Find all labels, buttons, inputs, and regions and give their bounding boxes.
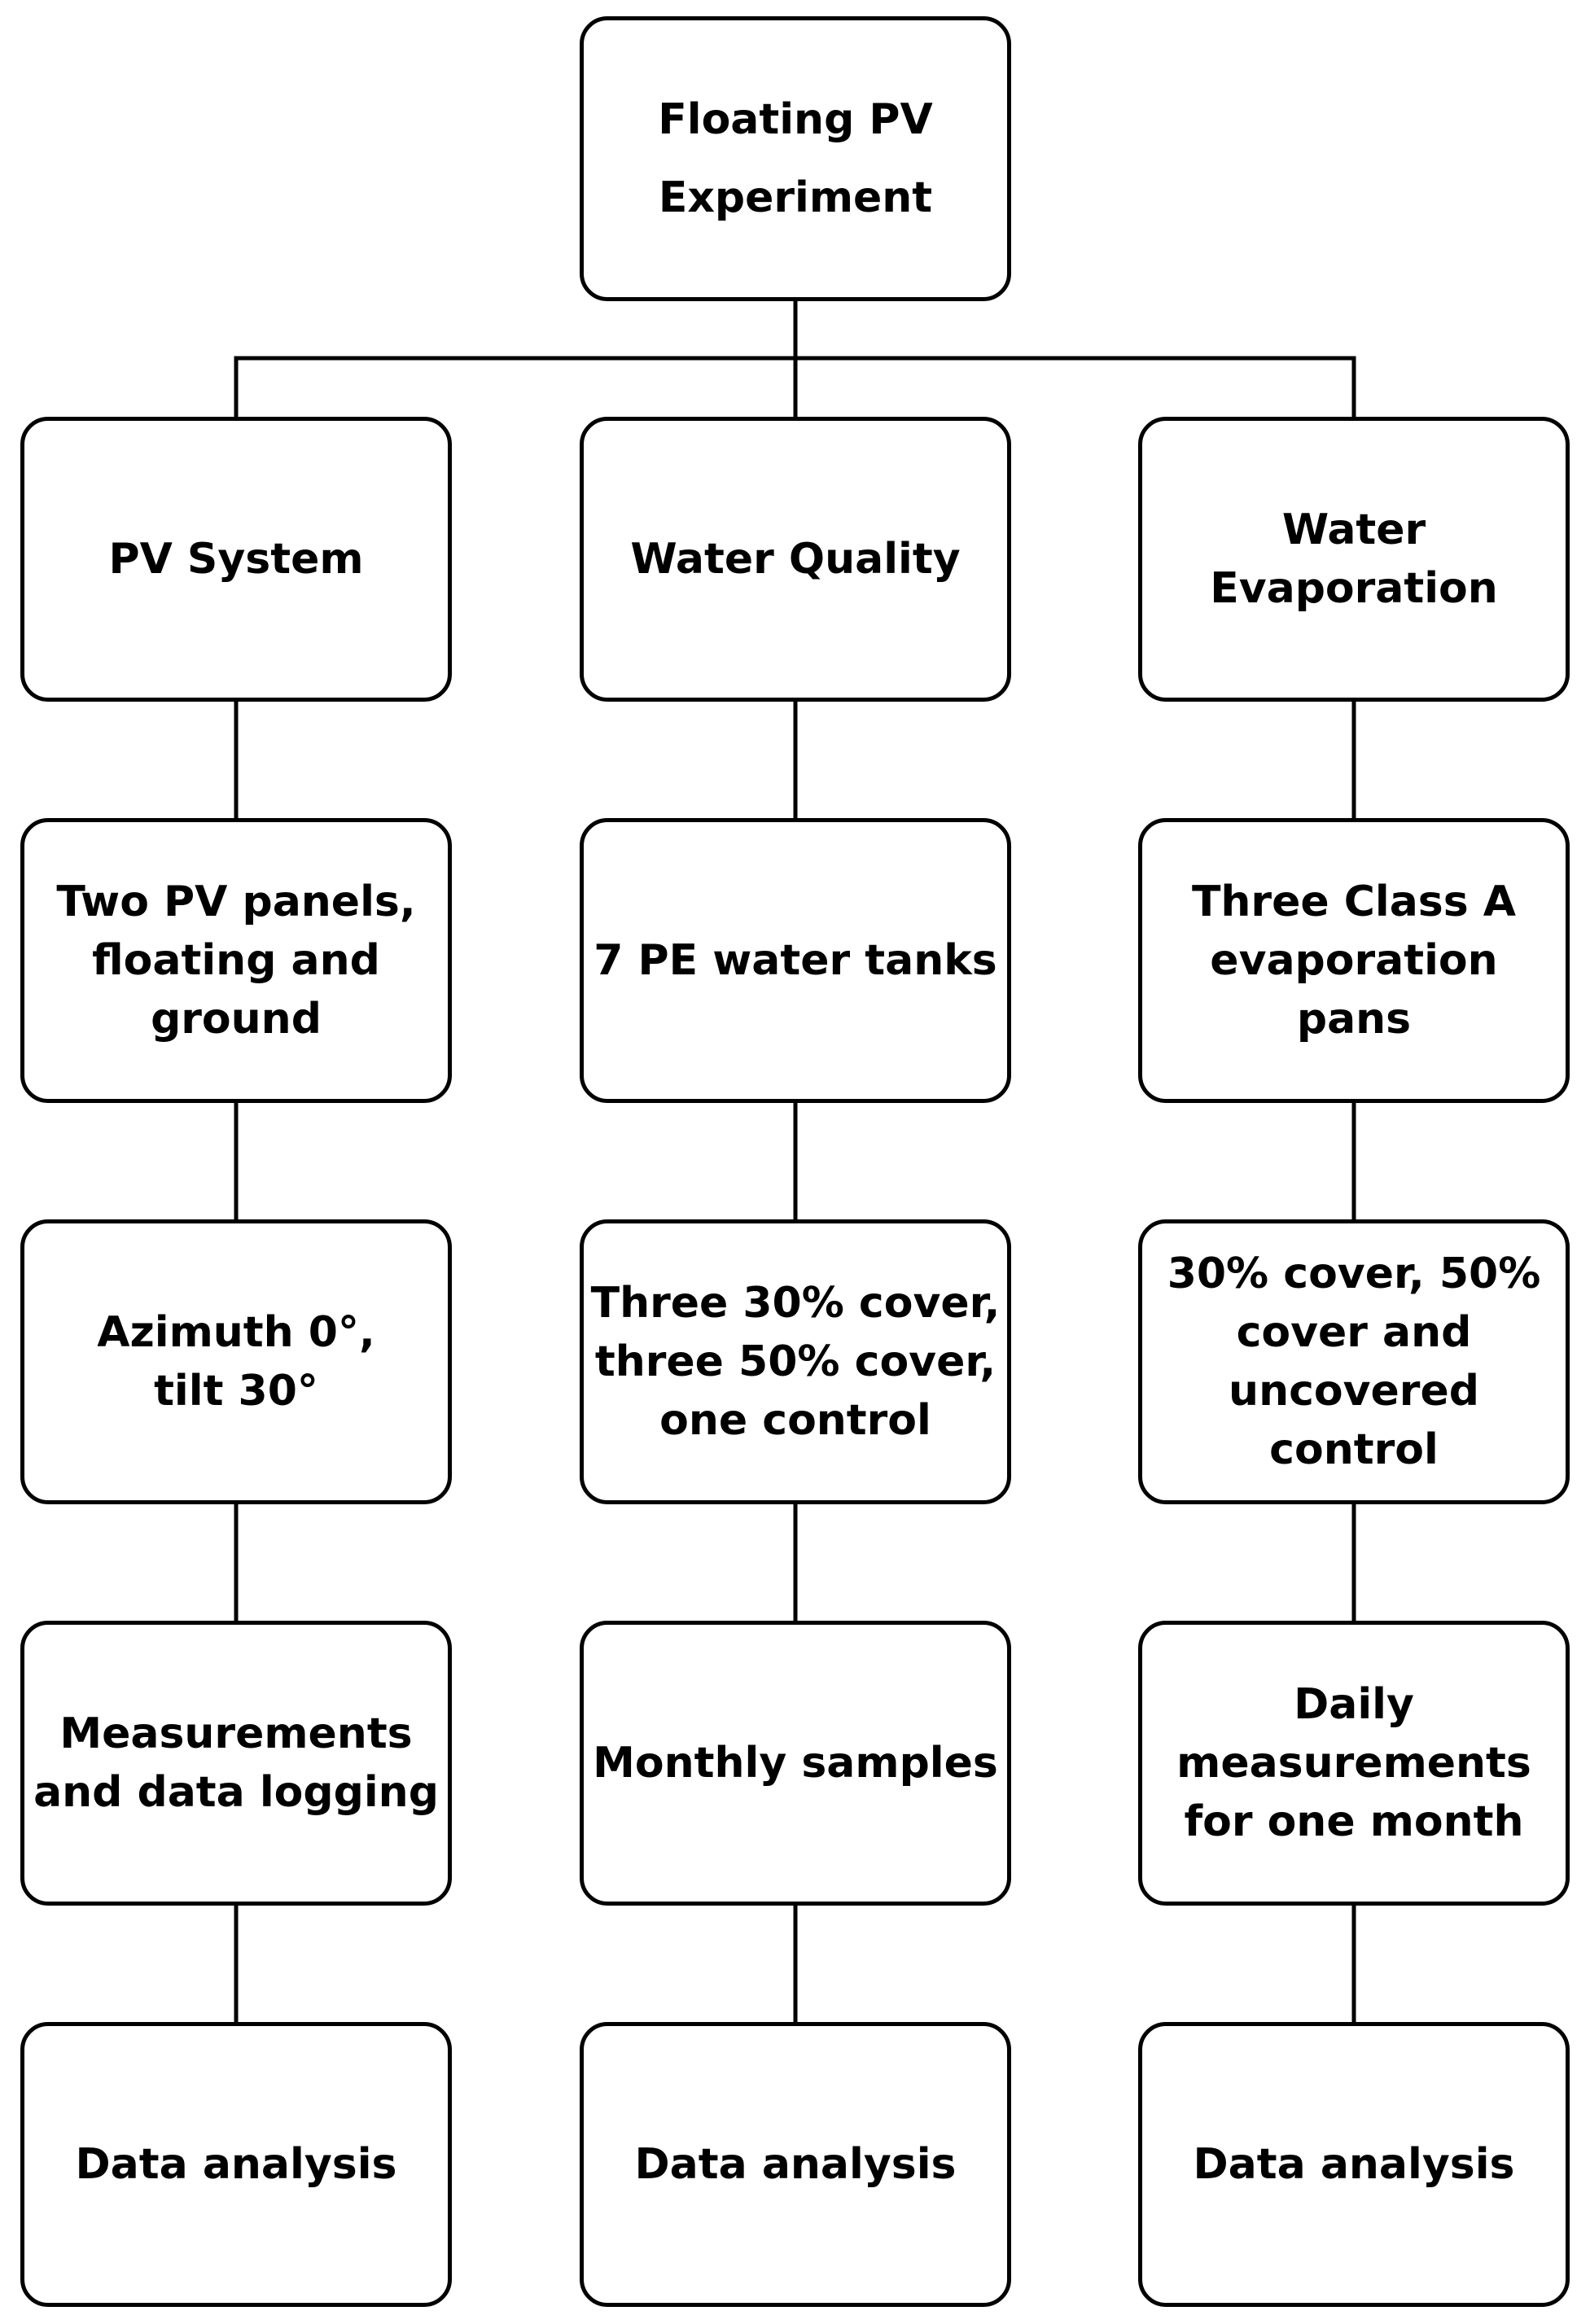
node-water-evaporation: Water Evaporation bbox=[1138, 417, 1570, 702]
node-daily-measurements: Daily measurements for one month bbox=[1138, 1621, 1570, 1906]
node-tank-covers: Three 30% cover, three 50% cover, one co… bbox=[580, 1219, 1011, 1504]
node-water-quality: Water Quality bbox=[580, 417, 1011, 702]
node-label: Monthly samples bbox=[593, 1739, 998, 1788]
node-we-data-analysis: Data analysis bbox=[1138, 2022, 1570, 2307]
node-label: Water Quality bbox=[630, 535, 961, 584]
node-label: Data analysis bbox=[1193, 2140, 1515, 2189]
node-pv-data-analysis: Data analysis bbox=[20, 2022, 452, 2307]
node-pan-covers: 30% cover, 50% cover and uncovered contr… bbox=[1138, 1219, 1570, 1504]
node-pv-panels: Two PV panels, floating and ground bbox=[20, 818, 452, 1103]
node-pv-orientation: Azimuth 0°, tilt 30° bbox=[20, 1219, 452, 1504]
node-wq-data-analysis: Data analysis bbox=[580, 2022, 1011, 2307]
node-label: Water Evaporation bbox=[1210, 506, 1498, 613]
node-pv-system: PV System bbox=[20, 417, 452, 702]
node-water-tanks: 7 PE water tanks bbox=[580, 818, 1011, 1103]
node-label: Two PV panels, floating and ground bbox=[56, 878, 416, 1044]
node-label: 7 PE water tanks bbox=[594, 936, 997, 985]
node-label: 30% cover, 50% cover and uncovered contr… bbox=[1167, 1250, 1541, 1474]
node-evaporation-pans: Three Class A evaporation pans bbox=[1138, 818, 1570, 1103]
node-label: Data analysis bbox=[75, 2140, 397, 2189]
node-monthly-samples: Monthly samples bbox=[580, 1621, 1011, 1906]
node-label: Data analysis bbox=[634, 2140, 957, 2189]
node-label: Three 30% cover, three 50% cover, one co… bbox=[590, 1279, 1001, 1445]
node-floating-pv-experiment: Floating PV Experiment bbox=[580, 16, 1011, 301]
node-label: PV System bbox=[108, 535, 364, 584]
node-label: Daily measurements for one month bbox=[1176, 1680, 1531, 1846]
node-label: Measurements and data logging bbox=[33, 1709, 439, 1817]
node-label: Floating PV Experiment bbox=[658, 95, 933, 222]
node-label: Three Class A evaporation pans bbox=[1191, 878, 1517, 1044]
node-label: Azimuth 0°, tilt 30° bbox=[97, 1308, 375, 1416]
node-pv-measurements: Measurements and data logging bbox=[20, 1621, 452, 1906]
